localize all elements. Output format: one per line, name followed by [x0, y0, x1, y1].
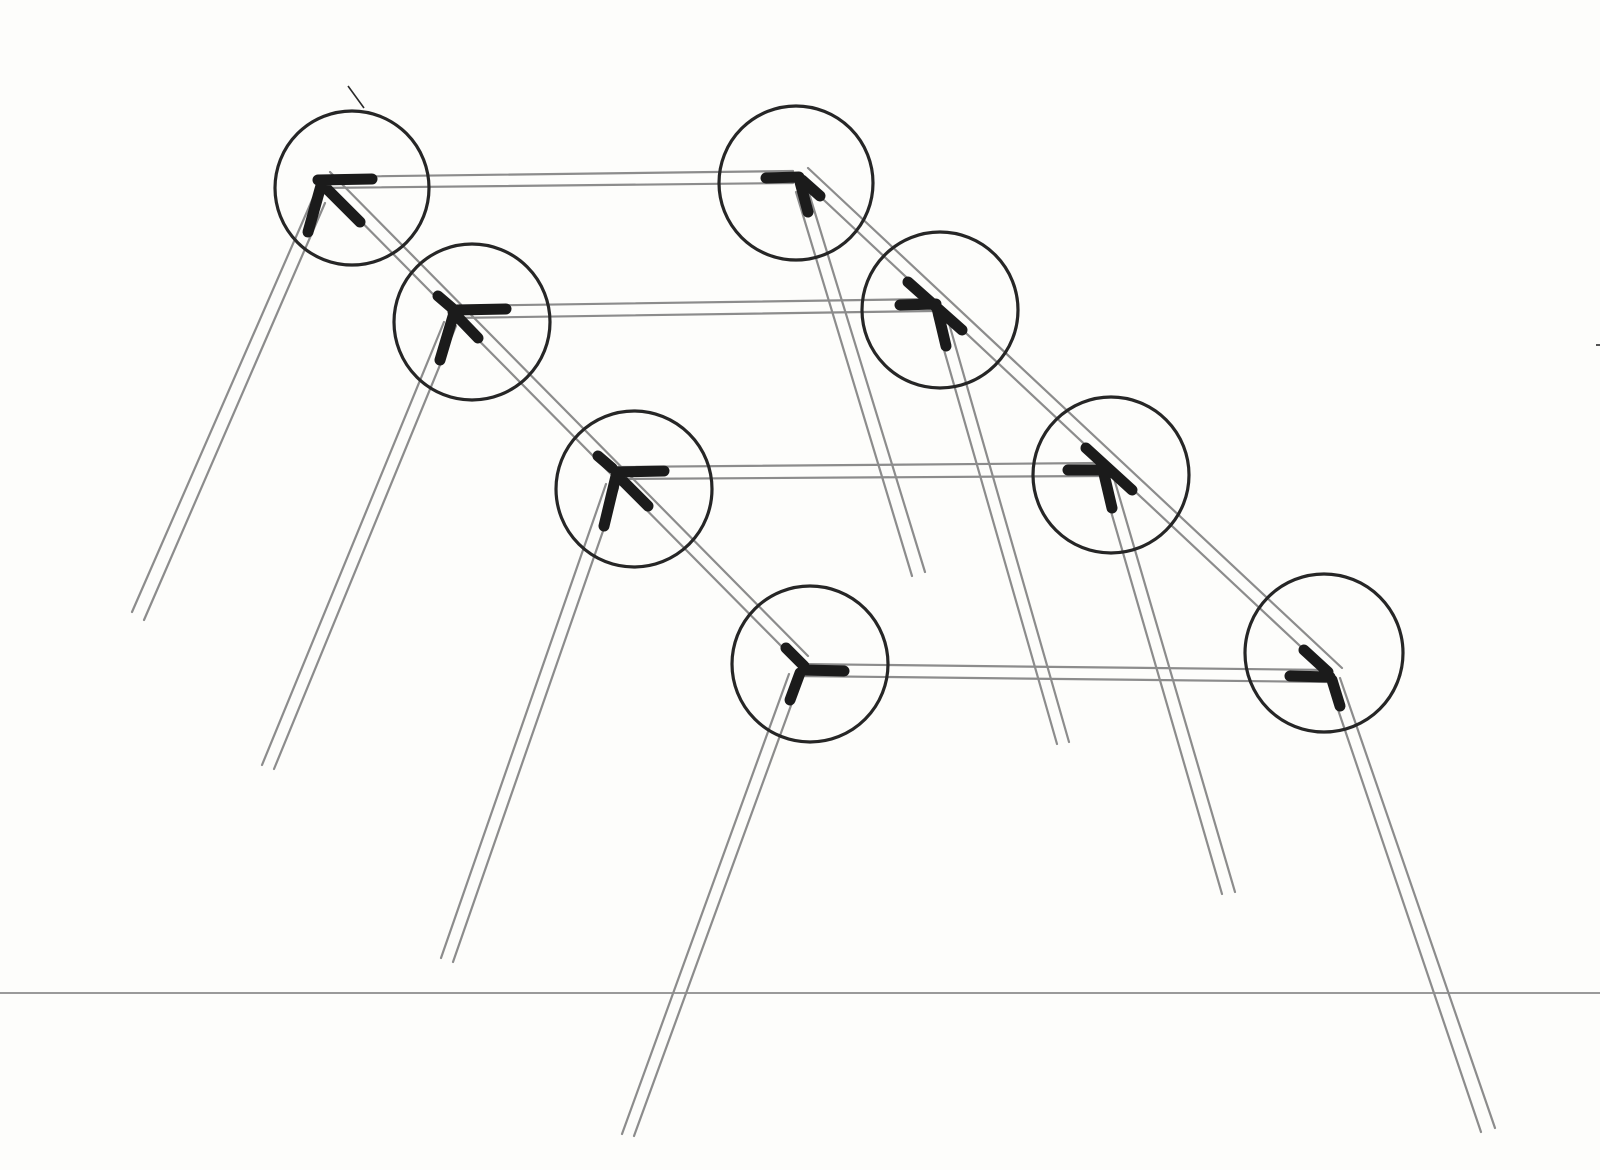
cross-rod-2: [450, 297, 935, 320]
leg-left-3: [439, 482, 620, 964]
side-rails: [316, 166, 1344, 676]
cross-rods: [316, 169, 1332, 684]
leg-right-3: [1099, 473, 1237, 896]
joint-right-2: [860, 230, 1020, 390]
stray-pencil-mark: [347, 85, 365, 109]
joint-left-4: [730, 584, 890, 744]
side-rail-left: [316, 170, 810, 664]
joint-left-1: [273, 109, 431, 267]
joint-left-2: [392, 242, 552, 402]
leg-right-1: [794, 188, 927, 578]
joint-right-4: [1243, 572, 1405, 734]
cross-rod-3: [610, 461, 1101, 481]
leg-left-4: [620, 672, 803, 1138]
leg-left-1: [130, 196, 327, 622]
cross-rod-1: [316, 169, 795, 190]
side-rail-right: [793, 166, 1344, 676]
joint-right-3: [1031, 395, 1191, 555]
leg-right-4: [1326, 676, 1497, 1134]
legs: [130, 188, 1497, 1138]
joint-right-1: [717, 104, 875, 262]
leg-left-2: [260, 320, 458, 771]
joints: [273, 104, 1405, 744]
joint-left-3: [554, 409, 714, 569]
